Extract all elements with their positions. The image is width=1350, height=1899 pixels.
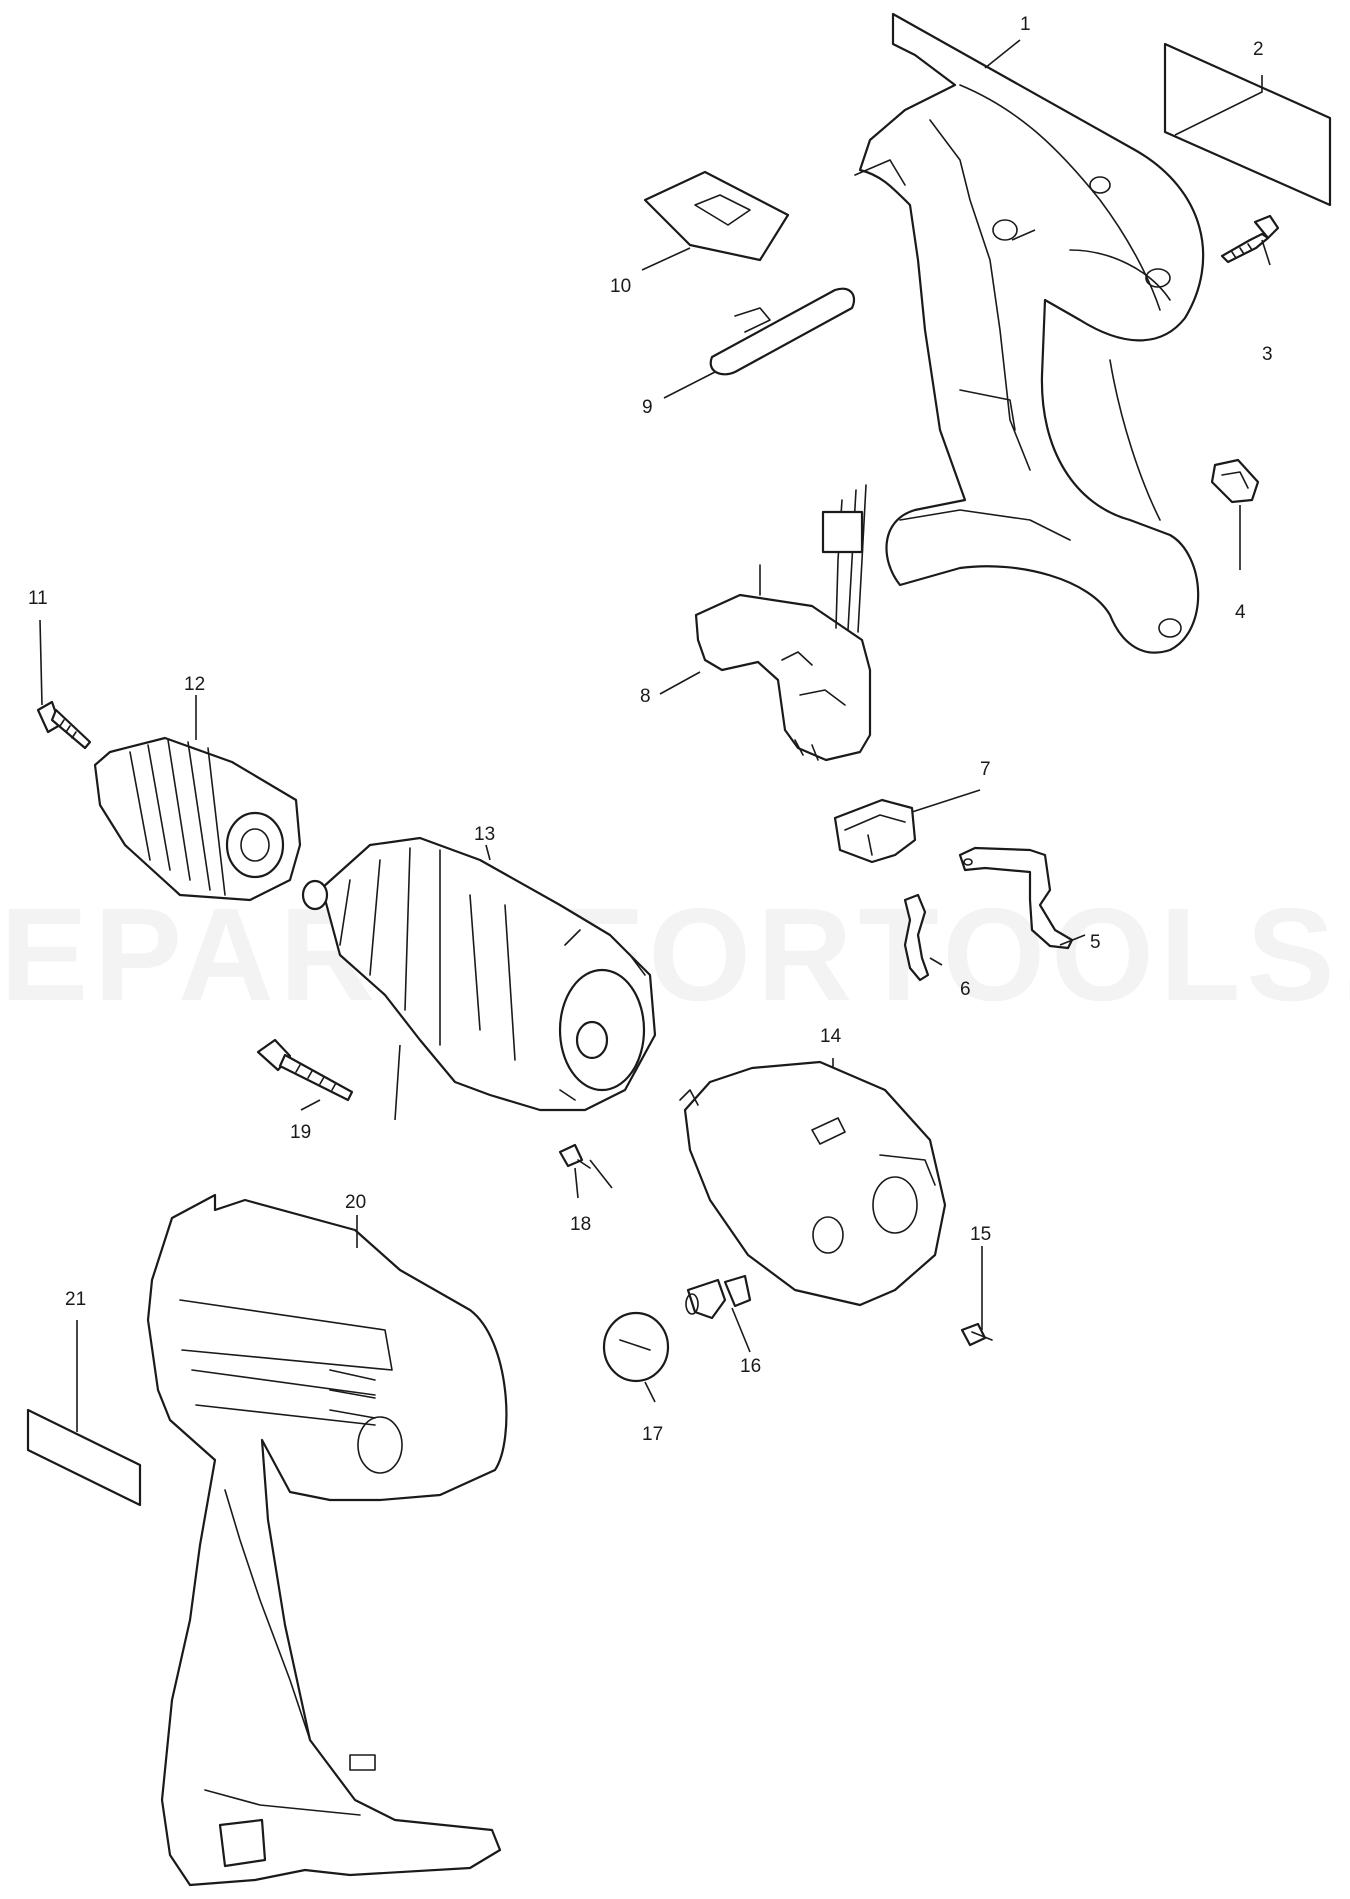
callout-8: 8 (640, 686, 651, 707)
callout-3: 3 (1262, 344, 1273, 365)
part-10-slide-plate[interactable] (643, 170, 790, 262)
part-21-label[interactable] (26, 1408, 142, 1507)
part-8-switch[interactable] (694, 484, 872, 762)
callout-16: 16 (740, 1356, 761, 1377)
leader-lines (39, 39, 1271, 1432)
part-17-brush-cap[interactable] (602, 1311, 670, 1383)
part-5-bracket[interactable] (958, 846, 1074, 950)
part-18-small-screw[interactable] (558, 1143, 591, 1169)
callout-2: 2 (1253, 39, 1264, 60)
callout-18: 18 (570, 1214, 591, 1235)
part-16-brush[interactable] (685, 1274, 752, 1320)
part-20-housing[interactable] (146, 1193, 508, 1887)
callout-17: 17 (642, 1424, 663, 1445)
callout-1: 1 (1020, 14, 1031, 35)
part-9-lock-button[interactable] (709, 287, 856, 376)
part-11-chuck-screw[interactable] (36, 700, 92, 750)
part-4-clip[interactable] (1210, 458, 1260, 504)
callout-6: 6 (960, 979, 971, 1000)
part-2-label[interactable] (1163, 42, 1332, 207)
part-14-motor[interactable] (679, 1060, 947, 1307)
part-12-chuck[interactable] (93, 736, 302, 902)
callout-13: 13 (474, 824, 495, 845)
part-19-long-screw[interactable] (256, 1038, 354, 1102)
part-6-terminal[interactable] (903, 893, 930, 982)
part-15-screw[interactable] (960, 1322, 993, 1347)
callout-10: 10 (610, 276, 631, 297)
callout-15: 15 (970, 1224, 991, 1245)
callout-21: 21 (65, 1289, 86, 1310)
callout-19: 19 (290, 1122, 311, 1143)
callout-12: 12 (184, 674, 205, 695)
part-3-screw[interactable] (1220, 214, 1280, 264)
part-7-brush-holder[interactable] (833, 798, 917, 864)
part-1-housing-half[interactable] (854, 12, 1205, 654)
callout-20: 20 (345, 1192, 366, 1213)
callout-9: 9 (642, 397, 653, 418)
callout-14: 14 (820, 1026, 842, 1047)
callout-11: 11 (28, 588, 48, 609)
watermark-text: EPARTSFORTOOLS.CO (0, 881, 1350, 1028)
part-13-gear-assembly[interactable] (301, 836, 657, 1112)
callout-5: 5 (1090, 932, 1101, 953)
callout-4: 4 (1235, 602, 1246, 623)
callout-numbers: 1 2 3 4 5 6 7 8 9 10 11 12 13 14 15 16 1… (28, 14, 1273, 1445)
callout-7: 7 (980, 759, 991, 780)
